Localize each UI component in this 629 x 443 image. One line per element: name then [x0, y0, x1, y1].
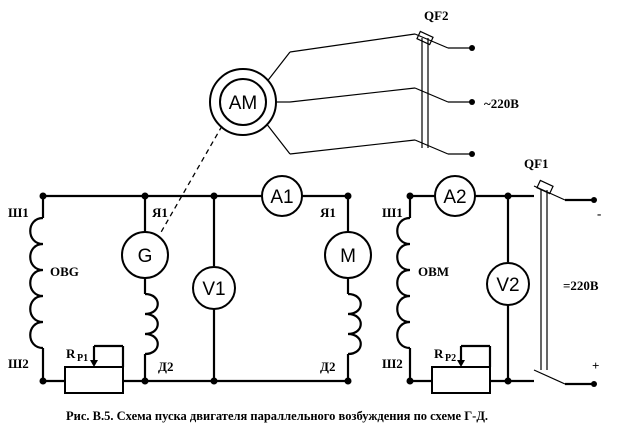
plus-terminal-label: +	[592, 358, 599, 373]
a1-label: A1	[270, 187, 293, 208]
sh2-right-label: Ш2	[382, 356, 403, 371]
qf2-label: QF2	[424, 8, 449, 23]
a2-label: A2	[443, 187, 466, 208]
a1-meter: A1	[261, 175, 303, 217]
ac-supply-label: ~220В	[484, 96, 519, 111]
rp2-subscript: P2	[445, 353, 456, 364]
rp1-rheostat	[64, 344, 125, 394]
obm-winding	[396, 192, 414, 385]
v2-label: V2	[496, 275, 519, 296]
v1-branch: V1	[192, 192, 236, 385]
v1-label: V1	[202, 279, 225, 300]
rp1-subscript: P1	[77, 353, 88, 364]
minus-terminal-label: -	[597, 206, 601, 221]
qf1-label: QF1	[524, 156, 549, 171]
figure-caption: Рис. В.5. Схема пуска двигателя параллел…	[66, 409, 488, 423]
am-feed-wires	[261, 33, 416, 155]
sh1-right-label: Ш1	[382, 205, 403, 220]
mechanical-coupling	[159, 125, 223, 235]
obg-winding	[29, 192, 47, 385]
rp1-label: R	[66, 346, 76, 361]
d2-g-label: Д2	[158, 359, 173, 374]
generator-label: G	[138, 246, 153, 267]
v2-branch: V2	[486, 192, 530, 385]
obg-label: OBG	[50, 264, 79, 279]
am-label: AM	[229, 93, 258, 114]
qf2-switch	[414, 30, 475, 157]
a2-meter: A2	[434, 175, 476, 217]
rp2-rheostat	[431, 344, 492, 394]
d2-m-label: Д2	[320, 359, 335, 374]
motor-branch: M	[324, 192, 372, 385]
ya1-g-label: Я1	[152, 205, 168, 220]
qf1-switch	[530, 179, 597, 387]
dc-supply-label: =220В	[563, 278, 599, 293]
am-motor: AM	[209, 68, 277, 136]
ya1-m-label: Я1	[320, 205, 336, 220]
obm-label: OBM	[418, 264, 449, 279]
rp2-label: R	[434, 346, 444, 361]
sh1-left-label: Ш1	[8, 205, 29, 220]
generator-branch: G	[121, 192, 169, 385]
sh2-left-label: Ш2	[8, 356, 29, 371]
motor-label: M	[340, 246, 356, 267]
